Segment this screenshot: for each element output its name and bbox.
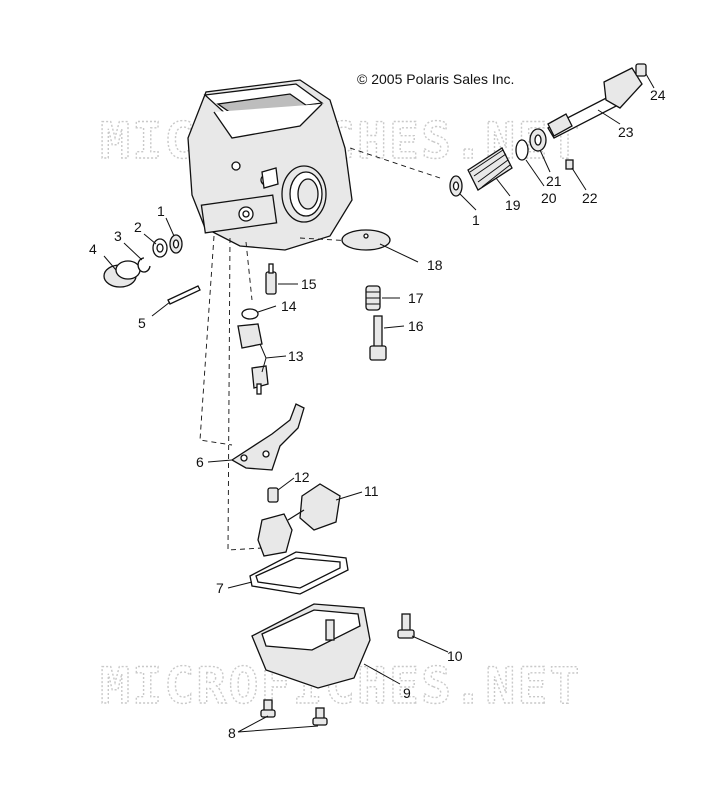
part-oring-20	[515, 139, 529, 161]
part-plate-18	[341, 229, 391, 251]
callout-23: 23	[618, 124, 634, 140]
part-screw-24	[635, 63, 647, 77]
callout-16: 16	[408, 318, 424, 334]
part-washer-1-right	[449, 175, 463, 197]
callout-13: 13	[288, 348, 304, 364]
part-jet-15	[265, 263, 277, 295]
callout-2: 2	[134, 219, 142, 235]
callout-24: 24	[650, 87, 666, 103]
callout-1-left: 1	[157, 203, 165, 219]
part-float-11	[257, 483, 341, 557]
part-drain-screw-10	[397, 613, 415, 639]
part-shaft-23	[547, 67, 643, 139]
part-seal-21	[529, 128, 547, 152]
part-bracket-6	[230, 403, 305, 471]
callout-20: 20	[541, 190, 557, 206]
callout-9: 9	[403, 685, 411, 701]
part-screw-8-left	[260, 699, 276, 718]
part-spring-17	[365, 285, 381, 311]
callout-11: 11	[364, 483, 379, 499]
callout-7: 7	[216, 580, 224, 596]
callout-14: 14	[281, 298, 297, 314]
part-pin-5	[167, 285, 201, 305]
part-spring-19	[467, 147, 513, 191]
callout-19: 19	[505, 197, 521, 213]
copyright-notice: © 2005 Polaris Sales Inc.	[357, 71, 514, 87]
callout-12: 12	[294, 469, 310, 485]
part-gasket-7	[249, 551, 349, 595]
callout-17: 17	[408, 290, 424, 306]
callout-4: 4	[89, 241, 97, 257]
callout-15: 15	[301, 276, 317, 292]
part-washer-1-left	[169, 234, 183, 254]
callout-8: 8	[228, 725, 236, 741]
part-needle-jet-13	[237, 323, 269, 395]
part-cap-4	[103, 260, 141, 288]
callout-labels: 4 3 2 1 5 1 19 20 21 22 23 24 18 17 16 1…	[89, 87, 666, 741]
part-screw-12	[267, 487, 279, 503]
callout-6: 6	[196, 454, 204, 470]
callout-1-right: 1	[472, 212, 480, 228]
leader-lines	[103, 73, 655, 733]
callout-10: 10	[447, 648, 463, 664]
carburetor-body	[187, 79, 353, 251]
part-clip-3	[137, 257, 151, 273]
part-oring-14	[241, 308, 259, 320]
callout-5: 5	[138, 315, 146, 331]
callout-21: 21	[546, 173, 562, 189]
callout-22: 22	[582, 190, 598, 206]
part-screw-22	[565, 159, 574, 170]
part-screw-16	[369, 315, 387, 361]
part-screw-8-right	[312, 707, 328, 726]
part-float-bowl-9	[251, 603, 371, 689]
callout-18: 18	[427, 257, 443, 273]
part-washer-2	[152, 238, 168, 258]
callout-3: 3	[114, 228, 122, 244]
